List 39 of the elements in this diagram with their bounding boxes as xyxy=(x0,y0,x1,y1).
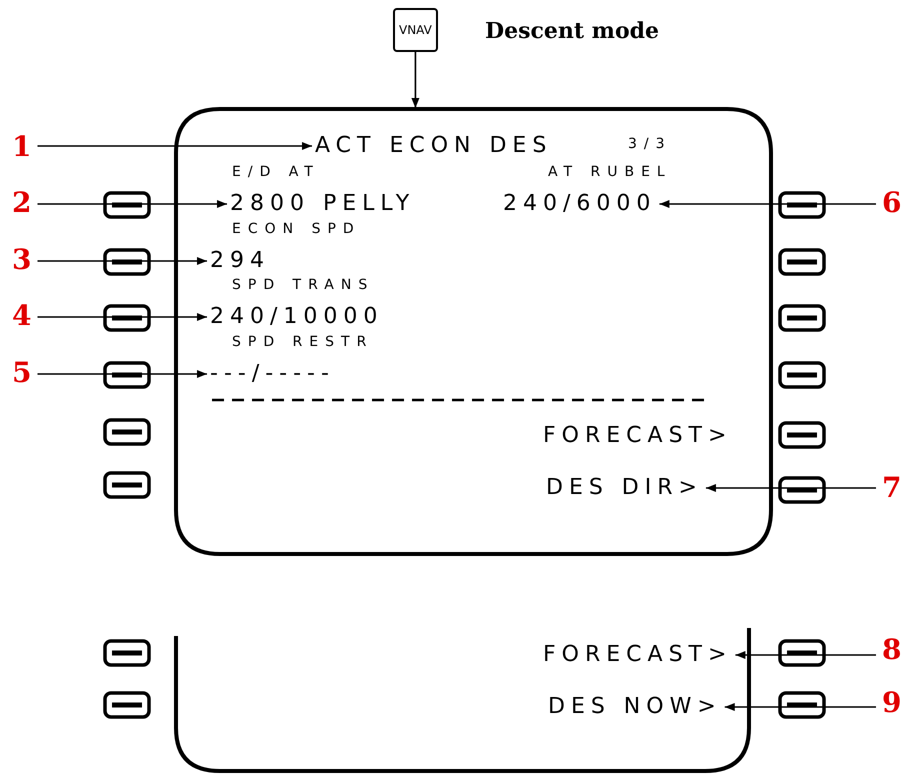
prompt-line: FORECAST> xyxy=(543,425,732,447)
leader-line xyxy=(706,484,876,492)
mode-caption: Descent mode xyxy=(485,18,660,44)
field-label: AT RUBEL xyxy=(548,165,672,179)
field-label: SPD TRANS xyxy=(232,278,374,292)
leader-line xyxy=(659,200,876,208)
data-line: 2800 PELLY xyxy=(230,193,416,215)
leader-line xyxy=(37,200,227,208)
data-line: 240/6000 xyxy=(503,193,656,215)
callout-number: 3 xyxy=(12,246,32,274)
leader-line xyxy=(735,651,876,659)
prompt-line: FORECAST> xyxy=(543,644,732,666)
callout-number: 6 xyxy=(882,189,902,217)
callout-number: 5 xyxy=(12,359,32,387)
data-line: 240/10000 xyxy=(210,306,384,328)
vnav-key: VNAV xyxy=(393,8,438,52)
callout-number: 9 xyxy=(882,689,902,717)
field-label: SPD RESTR xyxy=(232,335,374,349)
display-screen xyxy=(175,628,750,773)
arrow xyxy=(411,52,420,108)
data-line: 294 xyxy=(210,250,270,272)
leader-line xyxy=(37,370,207,378)
title-line: ACT ECON DES xyxy=(315,135,552,157)
display-screen xyxy=(175,108,772,555)
field-label: ECON SPD xyxy=(232,222,361,236)
callout-number: 1 xyxy=(12,133,32,161)
prompt-line: DES NOW> xyxy=(548,696,722,718)
callout-number: 8 xyxy=(882,636,902,664)
field-label: E/D AT xyxy=(232,165,320,179)
callout-number: 7 xyxy=(882,474,902,502)
leader-line xyxy=(724,703,876,711)
page-number: 3/3 xyxy=(628,137,672,151)
leader-line xyxy=(37,257,207,265)
prompt-line: DES DIR> xyxy=(546,477,703,499)
callout-number: 4 xyxy=(12,302,32,330)
leader-line xyxy=(37,313,207,321)
data-line: ---/----- xyxy=(210,363,335,385)
leader-line xyxy=(37,142,312,150)
callout-number: 2 xyxy=(12,189,32,217)
